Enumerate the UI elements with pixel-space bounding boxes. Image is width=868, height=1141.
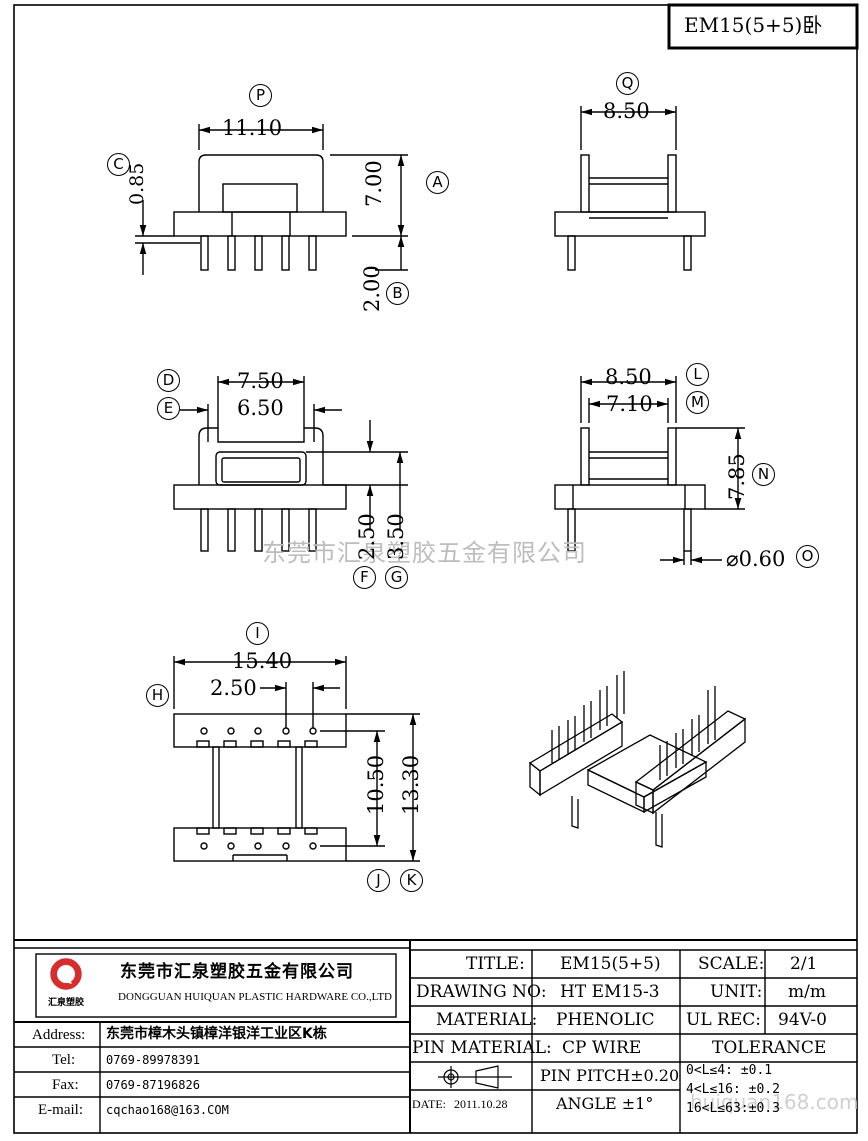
marker-g: G <box>385 566 408 589</box>
ul-label: UL REC: <box>686 1010 761 1030</box>
marker-c: C <box>107 153 130 176</box>
pin-material-value: CP WIRE <box>562 1038 642 1058</box>
marker-h: H <box>146 684 169 707</box>
marker-k: K <box>400 869 423 892</box>
view-middle-right <box>554 376 745 565</box>
drawing-no-value: HT EM15-3 <box>560 982 660 1002</box>
dim-flange: 0.85 <box>126 162 148 205</box>
marker-n: N <box>752 463 775 486</box>
view-bottom-left <box>173 656 420 862</box>
tolerance-row-2: 4<L≤16: ±0.2 <box>686 1082 780 1097</box>
marker-j: J <box>367 869 390 892</box>
address-value: 东莞市樟木头镇樟洋银洋工业区K栋 <box>106 1026 327 1042</box>
view-middle-left <box>173 376 408 552</box>
part-code-box <box>667 3 859 50</box>
drawing-no-label: DRAWING NO: <box>416 982 547 1002</box>
company-name-cn: 东莞市汇泉塑胶五金有限公司 <box>120 962 354 982</box>
dim-bottom-pitch: 2.50 <box>210 676 257 700</box>
logo-letter: Q <box>59 965 74 986</box>
view-isometric <box>528 671 747 848</box>
marker-f: F <box>353 566 376 589</box>
unit-label: UNIT: <box>710 982 763 1002</box>
dim-bottom-outer: 13.30 <box>399 754 423 815</box>
marker-d: D <box>157 369 180 392</box>
dim-right-outer: 8.50 <box>605 365 652 389</box>
marker-e: E <box>157 397 180 420</box>
view-top-right <box>554 106 706 271</box>
dim-front-h1: 2.50 <box>355 513 379 560</box>
tolerance-row-1: 0<L≤4: ±0.1 <box>686 1063 773 1078</box>
material-label: MATERIAL: <box>436 1010 538 1030</box>
dim-pin-diameter: ⌀0.60 <box>726 547 786 571</box>
marker-q: Q <box>616 72 639 95</box>
view-top-left <box>135 124 408 275</box>
fax-value: 0769-87196826 <box>106 1078 200 1092</box>
unit-value: m/m <box>788 982 826 1002</box>
watermark-url: huiquan168.com <box>690 1090 859 1114</box>
dim-pin-length: 2.00 <box>360 265 384 312</box>
marker-b: B <box>386 282 409 305</box>
marker-l: L <box>686 363 709 386</box>
scale-value: 2/1 <box>790 954 818 974</box>
dim-right-inner: 7.10 <box>606 392 653 416</box>
sheet-border <box>13 4 858 1134</box>
title-label: TITLE: <box>466 954 525 974</box>
dim-front-inner: 6.50 <box>237 396 284 420</box>
marker-m: M <box>686 391 709 414</box>
title-block-lines <box>14 939 857 1133</box>
date-value: 2011.10.28 <box>454 1097 508 1111</box>
marker-o: O <box>796 545 819 568</box>
tel-value: 0769-89978391 <box>106 1053 200 1067</box>
dim-top-height: 7.00 <box>362 160 386 207</box>
address-label: Address: <box>32 1027 86 1043</box>
email-label: E-mail: <box>38 1102 83 1118</box>
logo-caption: 汇泉塑胶 <box>48 998 85 1008</box>
projection-symbol <box>438 1065 512 1089</box>
pin-material-label: PIN MATERIAL: <box>412 1038 552 1058</box>
fax-label: Fax: <box>52 1077 79 1093</box>
title-value: EM15(5+5) <box>560 954 661 974</box>
dim-bottom-width: 15.40 <box>232 649 293 673</box>
dim-side-width: 8.50 <box>603 99 650 123</box>
tolerance-row-3: 16<L≤63:±0.3 <box>686 1101 780 1116</box>
dim-front-outer: 7.50 <box>237 369 284 393</box>
angle-tolerance: ANGLE ±1° <box>556 1094 654 1113</box>
watermark: 东莞市汇泉塑胶五金有限公司 <box>262 539 587 567</box>
date-label: DATE: <box>412 1097 446 1111</box>
material-value: PHENOLIC <box>556 1010 655 1030</box>
scale-label: SCALE: <box>698 954 765 974</box>
marker-p: P <box>249 84 272 107</box>
pin-pitch: PIN PITCH±0.20 <box>540 1066 680 1085</box>
dim-right-height: 7.85 <box>725 453 749 500</box>
tel-label: Tel: <box>52 1052 76 1068</box>
part-code: EM15(5+5)卧 <box>684 13 823 37</box>
tolerance-label: TOLERANCE <box>712 1038 827 1058</box>
dim-front-h2: 3.50 <box>384 513 408 560</box>
dim-top-width: 11.10 <box>222 116 283 140</box>
marker-i: I <box>246 622 269 645</box>
company-name-en: DONGGUAN HUIQUAN PLASTIC HARDWARE CO.,LT… <box>118 991 392 1003</box>
dim-bottom-inner: 10.50 <box>364 754 388 815</box>
ul-value: 94V-0 <box>778 1010 827 1030</box>
company-logo <box>50 958 82 990</box>
marker-a: A <box>426 171 449 194</box>
email-value: cqchao168@163.COM <box>106 1103 229 1117</box>
